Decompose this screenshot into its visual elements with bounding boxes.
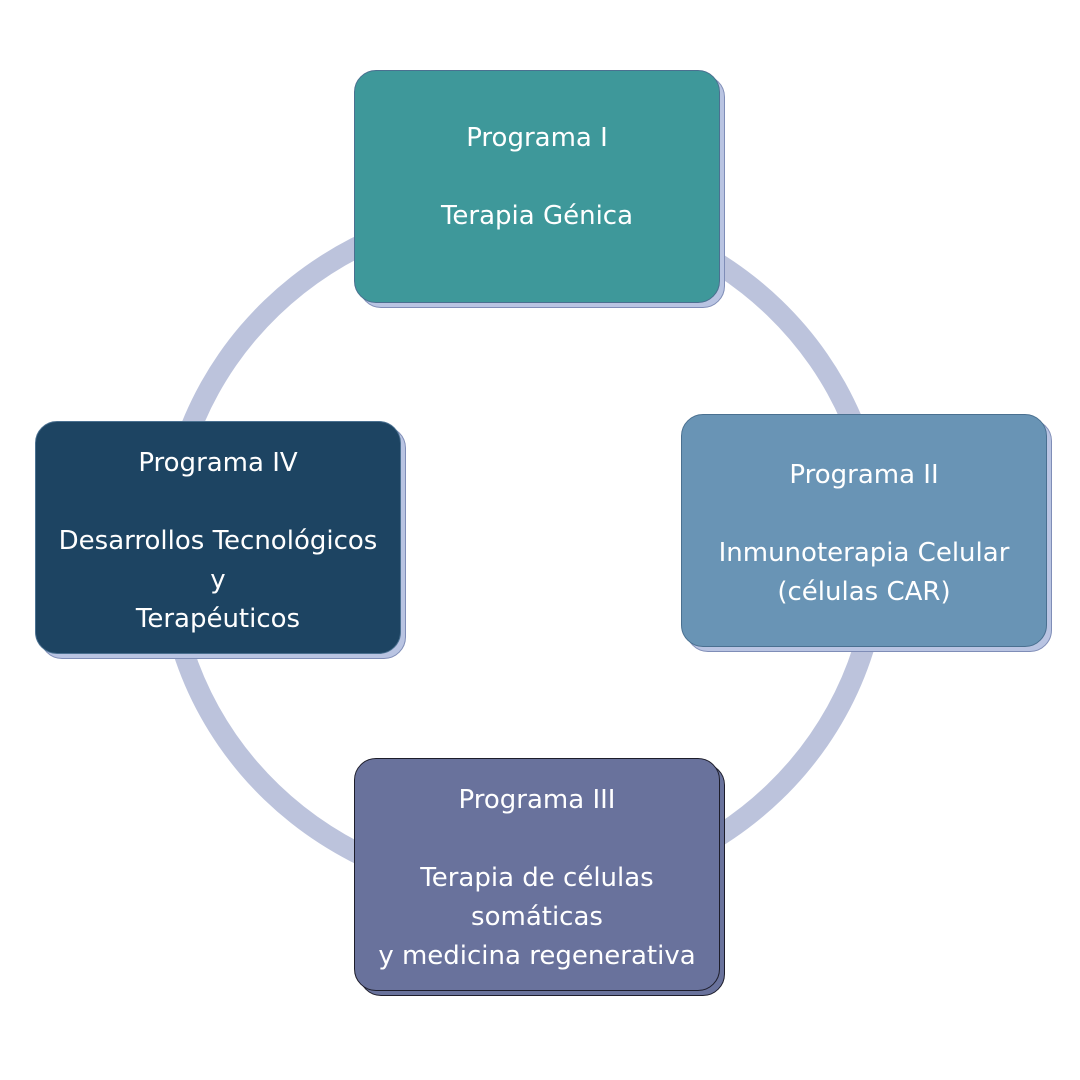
program-2-line-2: (células CAR) (777, 577, 951, 607)
program-4-line-1: Desarrollos Tecnológicos (58, 526, 378, 556)
program-4-line-3: Terapéuticos (135, 604, 301, 634)
program-4-line-2: y (210, 565, 226, 595)
program-2-box-wrapper: Programa II Inmunoterapia Celular (célul… (681, 414, 1052, 652)
program-4-title: Programa IV (138, 448, 298, 478)
program-3-line-1: Terapia de células (420, 863, 654, 893)
program-4-box: Programa IV Desarrollos Tecnológicos y T… (35, 421, 401, 654)
program-1-box-wrapper: Programa I Terapia Génica (354, 70, 725, 308)
program-2-title: Programa II (789, 460, 939, 490)
program-3-title: Programa III (458, 785, 616, 815)
program-2-line-1: Inmunoterapia Celular (718, 538, 1010, 568)
program-3-line-3: y medicina regenerativa (378, 941, 696, 971)
program-1-title: Programa I (466, 123, 608, 153)
program-3-box-wrapper: Programa III Terapia de células somática… (354, 758, 725, 996)
program-4-box-wrapper: Programa IV Desarrollos Tecnológicos y T… (35, 421, 406, 659)
program-1-box: Programa I Terapia Génica (354, 70, 720, 303)
program-3-box: Programa III Terapia de células somática… (354, 758, 720, 991)
program-1-line-1: Terapia Génica (440, 201, 634, 231)
program-2-box: Programa II Inmunoterapia Celular (célul… (681, 414, 1047, 647)
program-3-line-2: somáticas (471, 902, 603, 932)
